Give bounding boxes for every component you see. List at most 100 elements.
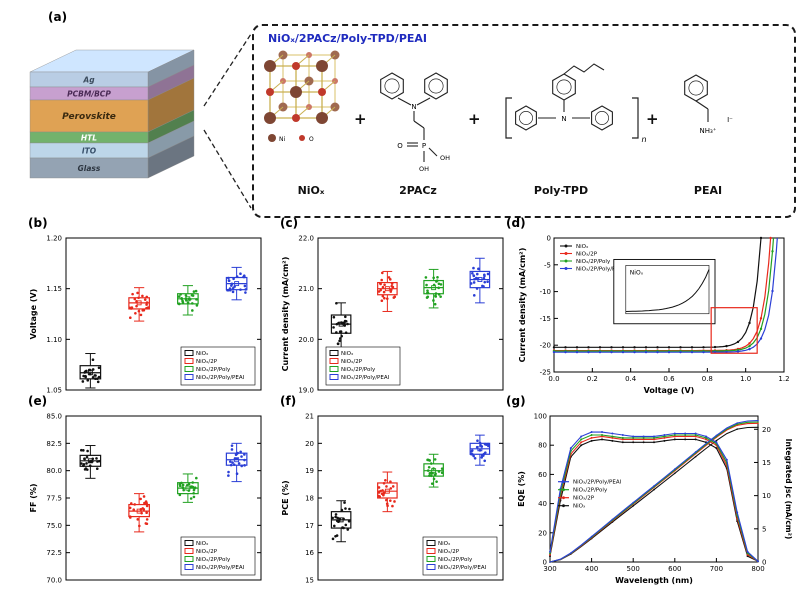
svg-text:n: n: [641, 135, 646, 144]
panel-f-label: (f): [280, 394, 297, 408]
svg-text:Ni: Ni: [279, 136, 285, 143]
panel-g-label: (g): [506, 394, 526, 408]
svg-text:0.4: 0.4: [625, 375, 637, 383]
svg-text:-20: -20: [540, 342, 551, 350]
svg-text:NiOₓ: NiOₓ: [196, 541, 209, 547]
svg-text:700: 700: [710, 565, 723, 573]
svg-text:16: 16: [305, 549, 314, 557]
svg-text:18: 18: [305, 495, 314, 503]
svg-text:21.0: 21.0: [298, 285, 314, 293]
component-label-polytpd: Poly-TPD: [533, 184, 589, 197]
svg-text:10: 10: [762, 492, 771, 500]
svg-text:Ag: Ag: [82, 76, 95, 85]
svg-text:NiOₓ/2P/Poly: NiOₓ/2P/Poly: [576, 259, 611, 265]
svg-text:0.2: 0.2: [587, 375, 598, 383]
svg-text:600: 600: [668, 565, 681, 573]
svg-text:NiOₓ/2P/Poly: NiOₓ/2P/Poly: [438, 557, 473, 563]
component-label-peai: PEAI: [693, 184, 723, 197]
svg-text:40: 40: [538, 500, 547, 508]
svg-text:NiOₓ/2P/Poly: NiOₓ/2P/Poly: [196, 557, 231, 563]
svg-text:17: 17: [305, 522, 314, 530]
svg-text:19.0: 19.0: [298, 387, 314, 395]
svg-text:1.20: 1.20: [46, 235, 62, 243]
svg-text:1.15: 1.15: [46, 285, 62, 293]
svg-text:NiOₓ/2P: NiOₓ/2P: [196, 549, 218, 555]
svg-text:21: 21: [305, 413, 314, 421]
svg-text:NiOₓ: NiOₓ: [438, 541, 451, 547]
svg-text:NiOₓ/2P/Poly: NiOₓ/2P/Poly: [196, 367, 231, 373]
svg-text:NiOₓ/2P/Poly/PEAI: NiOₓ/2P/Poly/PEAI: [341, 375, 390, 381]
svg-text:20: 20: [762, 426, 771, 434]
svg-text:Perovskite: Perovskite: [62, 112, 116, 122]
panel-b-label: (b): [28, 216, 48, 230]
svg-text:NiOₓ/2P/Poly/PEAI: NiOₓ/2P/Poly/PEAI: [196, 565, 245, 571]
svg-text:P: P: [422, 142, 426, 150]
svg-text:-25: -25: [540, 369, 551, 377]
svg-text:Current density (mA/cm²): Current density (mA/cm²): [281, 257, 290, 372]
svg-text:NiOₓ: NiOₓ: [341, 351, 354, 357]
svg-text:Voltage (V): Voltage (V): [29, 289, 38, 340]
svg-text:0: 0: [543, 559, 547, 567]
svg-text:PCBM/BCP: PCBM/BCP: [67, 90, 111, 99]
svg-text:NiOₓ/2P/Poly/PEAI: NiOₓ/2P/Poly/PEAI: [196, 375, 245, 381]
svg-text:80: 80: [538, 442, 547, 450]
svg-text:Voltage (V): Voltage (V): [644, 386, 695, 395]
callout-title: NiOₓ/2PACz/Poly-TPD/PEAI: [268, 32, 428, 45]
svg-text:-5: -5: [544, 261, 551, 269]
svg-text:72.5: 72.5: [46, 549, 62, 557]
svg-text:NiOₓ/2P/Poly/PEAI: NiOₓ/2P/Poly/PEAI: [438, 565, 487, 571]
svg-text:1.0: 1.0: [740, 375, 751, 383]
svg-text:NiOₓ: NiOₓ: [576, 244, 589, 250]
svg-text:60: 60: [538, 471, 547, 479]
svg-text:-15: -15: [540, 315, 551, 323]
panel-a-label: (a): [48, 10, 68, 24]
svg-text:70.0: 70.0: [46, 577, 62, 585]
svg-text:300: 300: [543, 565, 556, 573]
svg-text:85.0: 85.0: [46, 413, 62, 421]
svg-text:NiOₓ: NiOₓ: [573, 504, 586, 510]
svg-text:15: 15: [762, 459, 771, 467]
svg-text:Wavelength (nm): Wavelength (nm): [615, 576, 693, 585]
svg-text:Glass: Glass: [78, 164, 101, 173]
svg-text:-10: -10: [540, 288, 551, 296]
svg-text:NiOₓ/2P: NiOₓ/2P: [341, 359, 363, 365]
svg-text:1.2: 1.2: [778, 375, 789, 383]
svg-text:0.0: 0.0: [548, 375, 559, 383]
svg-text:0.8: 0.8: [702, 375, 713, 383]
plus-sign-3: +: [646, 110, 659, 128]
panel-e-label: (e): [28, 394, 48, 408]
component-label-niox: NiOₓ: [297, 184, 325, 197]
svg-text:82.5: 82.5: [46, 440, 62, 448]
svg-text:NiOₓ/2P: NiOₓ/2P: [438, 549, 460, 555]
svg-text:22.0: 22.0: [298, 235, 314, 243]
svg-text:400: 400: [585, 565, 598, 573]
svg-text:NH₃⁺: NH₃⁺: [699, 127, 716, 135]
panel-c-label: (c): [280, 216, 299, 230]
svg-text:800: 800: [751, 565, 764, 573]
svg-text:500: 500: [627, 565, 640, 573]
svg-text:0: 0: [762, 559, 766, 567]
svg-text:0: 0: [547, 235, 551, 243]
svg-text:20: 20: [305, 440, 314, 448]
svg-text:15: 15: [305, 577, 314, 585]
panel-d-label: (d): [506, 216, 526, 230]
svg-text:I⁻: I⁻: [727, 116, 733, 124]
svg-text:N: N: [561, 115, 566, 123]
svg-text:Current density (mA/cm²): Current density (mA/cm²): [518, 248, 527, 363]
svg-text:PCE (%): PCE (%): [281, 480, 290, 515]
